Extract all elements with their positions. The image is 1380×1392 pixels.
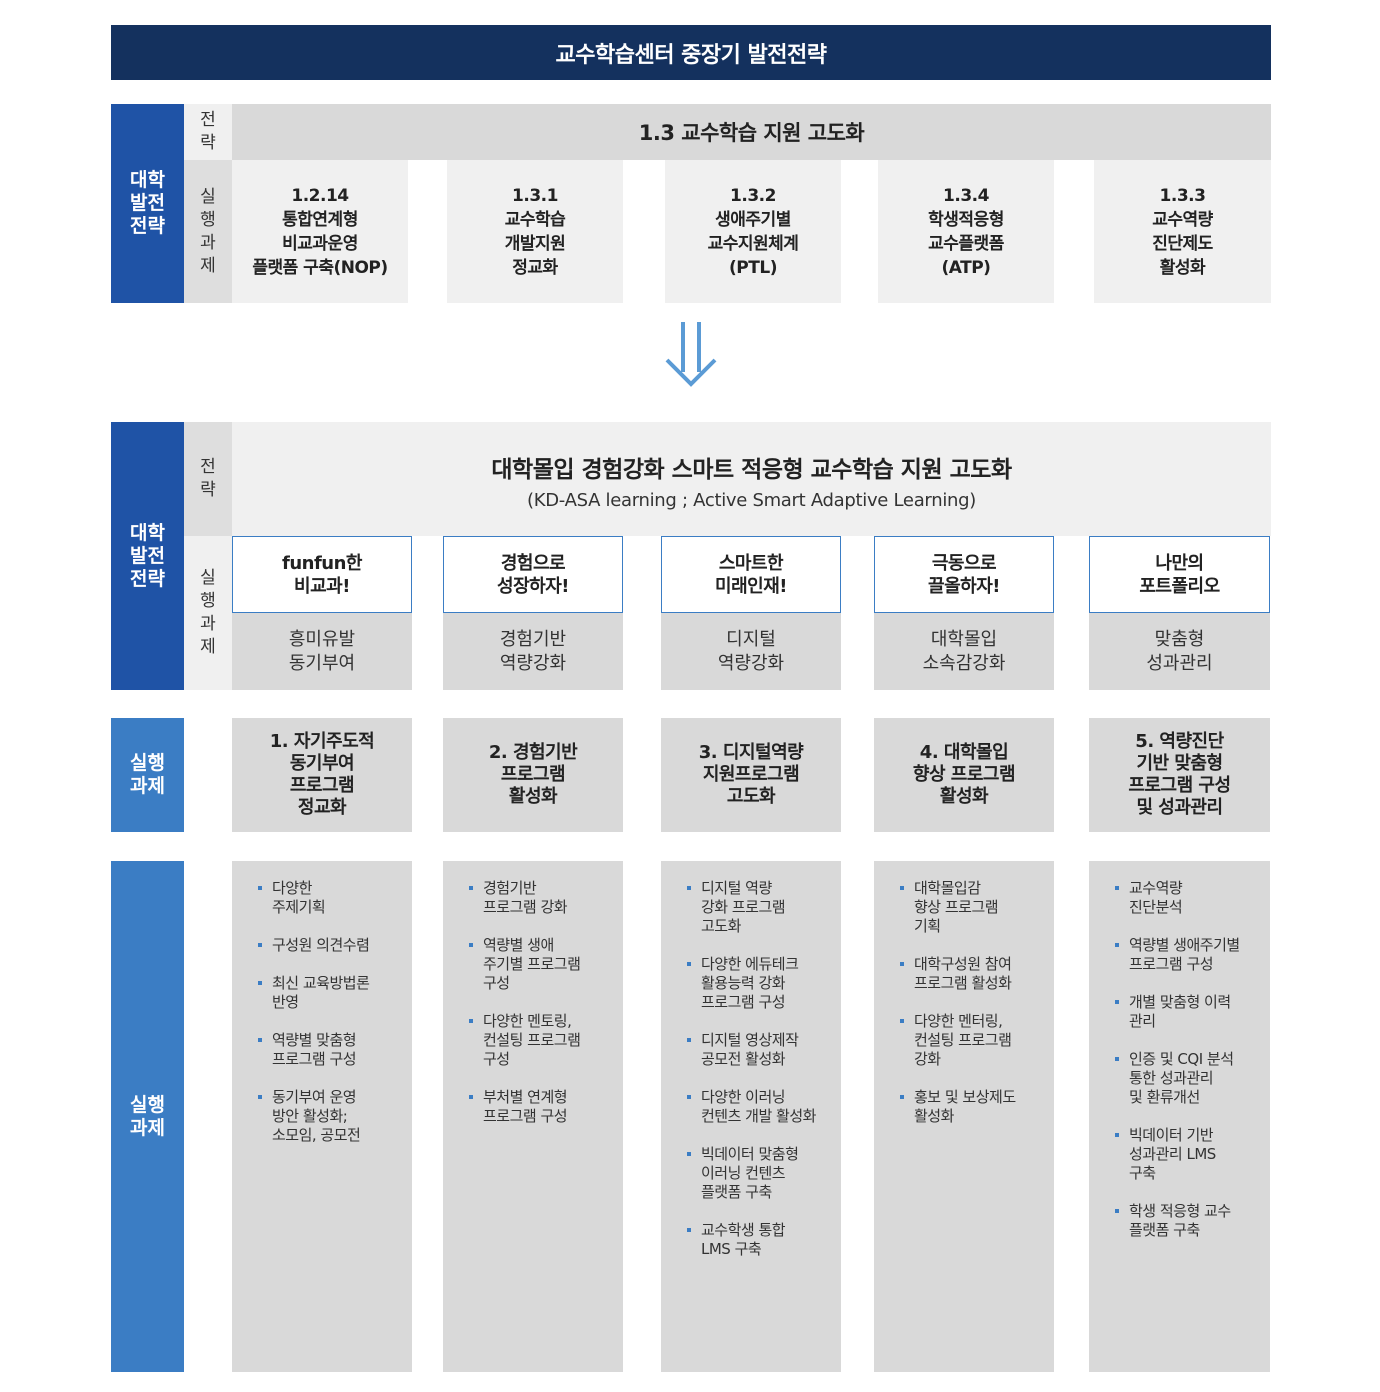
list-item: 최신 교육방법론 반영: [258, 974, 412, 1012]
lower-strategy-title: 대학몰입 경험강화 스마트 적응형 교수학습 지원 고도화: [491, 457, 1012, 483]
list-item: 동기부여 운영 방안 활성화; 소모임, 공모전: [258, 1088, 412, 1145]
upper-strategy-label: 전 략: [184, 104, 232, 160]
list-item: 개별 맞춤형 이력 관리: [1115, 993, 1270, 1031]
column-sub-4: 대학몰입 소속감강화: [874, 613, 1054, 690]
list-item: 다양한 에듀테크 활용능력 강화 프로그램 구성: [687, 955, 841, 1012]
list-item: 다양한 멘토링, 컨설팅 프로그램 구성: [469, 1012, 623, 1069]
lower-task-label: 실 행 과 제: [184, 536, 232, 690]
upper-strategy: 1.3 교수학습 지원 고도화: [232, 104, 1271, 160]
list-item: 부처별 연계형 프로그램 구성: [469, 1088, 623, 1126]
list-item: 다양한 멘터링, 컨설팅 프로그램 강화: [900, 1012, 1054, 1069]
column-sub-5: 맞춤형 성과관리: [1089, 613, 1270, 690]
execution-task-5: 5. 역량진단 기반 맞춤형 프로그램 구성 및 성과관리: [1089, 718, 1270, 832]
detail-list-4: 대학몰입감 향상 프로그램 기획 대학구성원 참여 프로그램 활성화 다양한 멘…: [874, 861, 1054, 1372]
list-item: 다양한 주제기획: [258, 879, 412, 917]
upper-task-1: 1.2.14 통합연계형 비교과운영 플랫폼 구축(NOP): [232, 160, 408, 303]
list-item: 경험기반 프로그램 강화: [469, 879, 623, 917]
upper-side-label: 대학 발전 전략: [111, 104, 184, 303]
double-down-arrow-icon: [664, 320, 718, 388]
list-item: 학생 적응형 교수 플랫폼 구축: [1115, 1202, 1270, 1240]
execution-task-3: 3. 디지털역량 지원프로그램 고도화: [661, 718, 841, 832]
execution-side-label: 실행 과제: [111, 718, 184, 832]
list-item: 교수학생 통합 LMS 구축: [687, 1221, 841, 1259]
execution-task-4: 4. 대학몰입 향상 프로그램 활성화: [874, 718, 1054, 832]
list-item: 대학구성원 참여 프로그램 활성화: [900, 955, 1054, 993]
column-sub-2: 경험기반 역량강화: [443, 613, 623, 690]
column-head-5: 나만의 포트폴리오: [1089, 536, 1270, 613]
lower-strategy: 대학몰입 경험강화 스마트 적응형 교수학습 지원 고도화 (KD-ASA le…: [232, 422, 1271, 536]
upper-task-2: 1.3.1 교수학습 개발지원 정교화: [447, 160, 623, 303]
details-side-label: 실행 과제: [111, 861, 184, 1372]
column-head-1: funfun한 비교과!: [232, 536, 412, 613]
column-head-2: 경험으로 성장하자!: [443, 536, 623, 613]
list-item: 역량별 생애주기별 프로그램 구성: [1115, 936, 1270, 974]
list-item: 대학몰입감 향상 프로그램 기획: [900, 879, 1054, 936]
list-item: 빅데이터 기반 성과관리 LMS 구축: [1115, 1126, 1270, 1183]
page-title: 교수학습센터 중장기 발전전략: [111, 25, 1271, 80]
lower-strategy-subtitle: (KD-ASA learning ; Active Smart Adaptive…: [527, 490, 976, 511]
column-sub-3: 디지털 역량강화: [661, 613, 841, 690]
upper-task-5: 1.3.3 교수역량 진단제도 활성화: [1094, 160, 1271, 303]
list-item: 역량별 맞춤형 프로그램 구성: [258, 1031, 412, 1069]
list-item: 디지털 영상제작 공모전 활성화: [687, 1031, 841, 1069]
upper-task-label: 실 행 과 제: [184, 160, 232, 303]
lower-strategy-label: 전 략: [184, 422, 232, 536]
list-item: 인증 및 CQI 분석 통한 성과관리 및 환류개선: [1115, 1050, 1270, 1107]
upper-task-4: 1.3.4 학생적응형 교수플랫폼 (ATP): [878, 160, 1054, 303]
list-item: 다양한 이러닝 컨텐츠 개발 활성화: [687, 1088, 841, 1126]
list-item: 디지털 역량 강화 프로그램 고도화: [687, 879, 841, 936]
execution-task-2: 2. 경험기반 프로그램 활성화: [443, 718, 623, 832]
lower-side-label: 대학 발전 전략: [111, 422, 184, 690]
upper-task-3: 1.3.2 생애주기별 교수지원체계 (PTL): [665, 160, 841, 303]
list-item: 구성원 의견수렴: [258, 936, 412, 955]
detail-list-2: 경험기반 프로그램 강화 역량별 생애 주기별 프로그램 구성 다양한 멘토링,…: [443, 861, 623, 1372]
detail-list-1: 다양한 주제기획 구성원 의견수렴 최신 교육방법론 반영 역량별 맞춤형 프로…: [232, 861, 412, 1372]
list-item: 역량별 생애 주기별 프로그램 구성: [469, 936, 623, 993]
detail-list-3: 디지털 역량 강화 프로그램 고도화 다양한 에듀테크 활용능력 강화 프로그램…: [661, 861, 841, 1372]
list-item: 홍보 및 보상제도 활성화: [900, 1088, 1054, 1126]
list-item: 교수역량 진단분석: [1115, 879, 1270, 917]
column-head-3: 스마트한 미래인재!: [661, 536, 841, 613]
list-item: 빅데이터 맞춤형 이러닝 컨텐츠 플랫폼 구축: [687, 1145, 841, 1202]
column-head-4: 극동으로 끌올하자!: [874, 536, 1054, 613]
detail-list-5: 교수역량 진단분석 역량별 생애주기별 프로그램 구성 개별 맞춤형 이력 관리…: [1089, 861, 1270, 1372]
column-sub-1: 흥미유발 동기부여: [232, 613, 412, 690]
execution-task-1: 1. 자기주도적 동기부여 프로그램 정교화: [232, 718, 412, 832]
